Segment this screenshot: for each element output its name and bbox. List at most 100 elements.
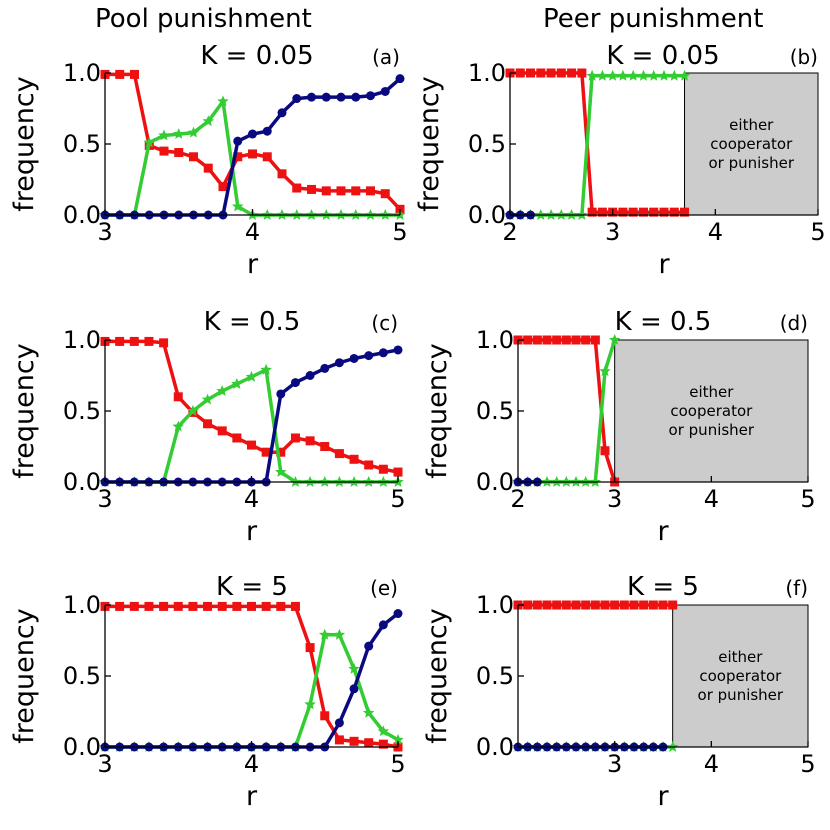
y-tick-label: 0.0 bbox=[476, 468, 514, 496]
data-point bbox=[348, 662, 360, 674]
data-point bbox=[174, 148, 184, 158]
data-point bbox=[321, 92, 331, 102]
shaded-label: cooperator bbox=[699, 667, 782, 685]
data-point bbox=[607, 69, 619, 81]
data-point bbox=[173, 601, 183, 611]
y-axis-label: frequency bbox=[9, 608, 40, 743]
data-point bbox=[610, 600, 620, 610]
x-tick-label: 3 bbox=[607, 485, 622, 513]
shaded-label: or punisher bbox=[708, 154, 794, 172]
panel-title: K = 0.05 bbox=[200, 41, 313, 71]
x-axis-label: r bbox=[657, 516, 669, 547]
x-tick-label: 3 bbox=[97, 218, 112, 246]
data-point bbox=[216, 385, 228, 396]
data-point bbox=[277, 108, 287, 118]
panel-label: (c) bbox=[371, 311, 398, 335]
data-point bbox=[552, 600, 562, 610]
data-point bbox=[305, 436, 315, 446]
data-point bbox=[187, 126, 200, 138]
x-tick-label: 4 bbox=[244, 750, 259, 778]
data-point bbox=[173, 392, 183, 402]
data-point bbox=[202, 115, 214, 127]
data-point bbox=[290, 433, 300, 443]
data-point bbox=[393, 467, 403, 477]
shaded-label: either bbox=[718, 648, 763, 666]
x-tick-label: 5 bbox=[800, 750, 815, 778]
data-point bbox=[377, 725, 390, 737]
data-point bbox=[159, 146, 169, 156]
data-point bbox=[600, 600, 610, 610]
y-axis-label: frequency bbox=[414, 76, 445, 211]
x-tick-label: 5 bbox=[810, 218, 825, 246]
x-tick-label: 3 bbox=[97, 750, 112, 778]
data-point bbox=[364, 641, 374, 651]
series-line bbox=[105, 368, 398, 484]
data-point bbox=[233, 152, 243, 162]
data-point bbox=[231, 378, 243, 389]
data-point bbox=[292, 183, 302, 193]
data-point bbox=[628, 207, 638, 217]
y-axis-label: frequency bbox=[9, 343, 40, 478]
y-tick-label: 0.0 bbox=[63, 733, 101, 761]
y-axis-label: frequency bbox=[422, 343, 453, 478]
x-axis-label: r bbox=[657, 781, 669, 812]
data-point bbox=[158, 129, 170, 141]
shaded-region bbox=[614, 339, 809, 483]
data-point bbox=[173, 128, 185, 139]
panel-label: (d) bbox=[780, 311, 808, 335]
data-point bbox=[188, 601, 198, 611]
data-point bbox=[581, 600, 591, 610]
y-tick-label: 0.5 bbox=[63, 662, 101, 690]
data-point bbox=[232, 200, 244, 212]
data-point bbox=[668, 69, 680, 81]
data-point bbox=[515, 68, 525, 78]
data-point bbox=[536, 68, 546, 78]
y-axis-label: frequency bbox=[9, 76, 40, 211]
data-point bbox=[233, 136, 243, 146]
shaded-label: either bbox=[689, 383, 734, 401]
data-point bbox=[336, 92, 346, 102]
panel-label: (b) bbox=[790, 45, 818, 69]
data-point bbox=[144, 601, 154, 611]
y-tick-label: 1.0 bbox=[468, 59, 506, 87]
x-tick-label: 5 bbox=[390, 750, 405, 778]
data-point bbox=[115, 69, 125, 79]
data-point bbox=[334, 358, 344, 368]
data-point bbox=[248, 129, 257, 139]
data-point bbox=[581, 335, 591, 345]
data-point bbox=[532, 600, 542, 610]
panel-title: K = 0.5 bbox=[204, 307, 301, 337]
data-point bbox=[129, 601, 139, 611]
data-point bbox=[552, 335, 562, 345]
data-point bbox=[668, 600, 678, 610]
panel-title: K = 5 bbox=[627, 572, 699, 602]
shaded-label: either bbox=[729, 116, 774, 134]
data-point bbox=[599, 365, 611, 377]
x-tick-label: 5 bbox=[392, 218, 407, 246]
y-tick-label: 1.0 bbox=[476, 591, 514, 619]
data-point bbox=[292, 94, 302, 104]
y-tick-label: 1.0 bbox=[63, 326, 101, 354]
x-tick-label: 5 bbox=[390, 485, 405, 513]
data-point bbox=[159, 601, 169, 611]
data-point bbox=[172, 420, 184, 432]
y-tick-label: 0.5 bbox=[63, 397, 101, 425]
data-point bbox=[637, 69, 650, 81]
series-line bbox=[510, 71, 685, 214]
data-point bbox=[159, 338, 169, 348]
data-point bbox=[648, 600, 658, 610]
data-point bbox=[609, 334, 621, 345]
data-point bbox=[189, 152, 198, 162]
data-point bbox=[586, 69, 598, 81]
x-tick-label: 2 bbox=[510, 485, 525, 513]
series-line bbox=[510, 74, 685, 217]
data-point bbox=[378, 739, 388, 749]
panel-title: K = 0.5 bbox=[615, 307, 712, 337]
data-point bbox=[378, 464, 388, 474]
data-point bbox=[680, 207, 690, 217]
data-point bbox=[349, 684, 359, 694]
